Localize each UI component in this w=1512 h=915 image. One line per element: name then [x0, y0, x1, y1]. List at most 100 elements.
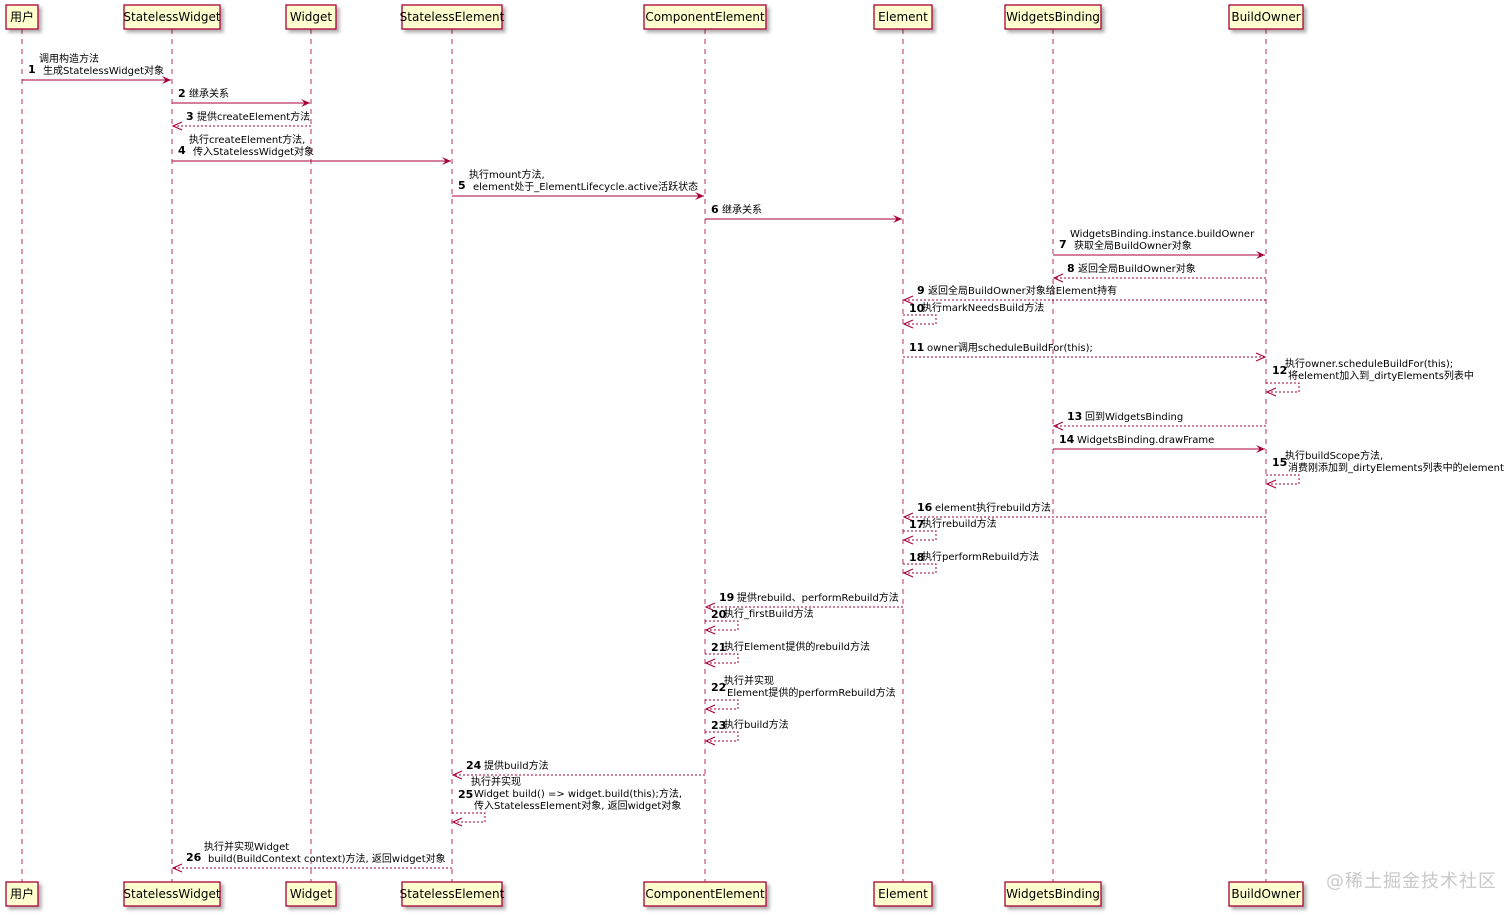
message-text: 提供rebuild、performRebuild方法 [737, 591, 899, 604]
arrow-head [1256, 445, 1265, 453]
message-number: 5 [458, 179, 466, 192]
message-text: WidgetsBinding.instance.buildOwner [1070, 229, 1255, 240]
message-text: 获取全局BuildOwner对象 [1074, 239, 1192, 252]
participant-row-bottom: 用户 StatelessWidget Widget StatelessElement C… [5, 881, 1304, 907]
participant-box [643, 881, 767, 907]
message-number: 16 [917, 501, 933, 514]
participant-label: Element [878, 10, 928, 24]
message-text: owner调用scheduleBuildFor(this); [927, 342, 1093, 354]
participant-box [1004, 4, 1102, 30]
arrow-head [902, 568, 914, 578]
participant-label: StatelessElement [400, 887, 505, 901]
message-5: 5执行mount方法,element处于_ElementLifecycle.ac… [452, 168, 704, 200]
participant-label: ComponentElement [645, 887, 765, 901]
participant-label: 用户 [10, 886, 34, 901]
self-arrow-line [705, 620, 739, 631]
arrow-head [902, 295, 914, 305]
self-arrow-line [705, 653, 739, 664]
self-arrow-line [452, 812, 486, 823]
participant-box [1228, 881, 1304, 907]
message-number: 8 [1067, 262, 1075, 275]
message-number: 24 [466, 759, 482, 772]
message-text: 执行并实现Widget [204, 840, 289, 853]
message-number: 1 [28, 63, 36, 76]
participant-bottom: StatelessElement [400, 881, 505, 907]
arrow-head [704, 736, 716, 746]
message-text: 执行Element提供的rebuild方法 [724, 640, 870, 653]
participant-label: 用户 [10, 9, 34, 24]
arrow-head [902, 512, 914, 522]
arrow-head [1265, 387, 1277, 397]
arrow-head [442, 157, 451, 165]
participant-bottom: Element [873, 881, 933, 907]
message-number: 2 [178, 87, 186, 100]
self-arrow-line [1266, 474, 1300, 485]
arrow-head [704, 658, 716, 668]
self-arrow-line [705, 699, 739, 710]
participant-box [873, 4, 933, 30]
message-text: build(BuildContext context)方法, 返回widget对… [208, 852, 446, 865]
message-number: 10 [909, 302, 925, 315]
participant-box [123, 4, 221, 30]
participant-top: WidgetsBinding [1004, 4, 1102, 30]
self-arrow-line [903, 563, 937, 574]
participant-box [1004, 881, 1102, 907]
participant-bottom: ComponentElement [643, 881, 767, 907]
participant-label: Widget [290, 887, 333, 901]
message-text: 执行markNeedsBuild方法 [922, 301, 1044, 314]
participant-top: ComponentElement [643, 4, 767, 30]
message-text: WidgetsBinding.drawFrame [1077, 435, 1214, 446]
participant-bottom: StatelessWidget [123, 881, 221, 907]
self-arrow-line [903, 314, 937, 325]
participant-label: WidgetsBinding [1006, 10, 1100, 24]
participant-label: StatelessElement [400, 10, 505, 24]
arrow-head [301, 99, 310, 107]
arrow-head [451, 817, 463, 827]
message-text: 执行buildScope方法, [1285, 449, 1383, 462]
message-number: 15 [1272, 456, 1287, 469]
message-number: 11 [909, 341, 924, 354]
message-text: 返回全局BuildOwner对象 [1078, 262, 1196, 275]
arrow-head [902, 535, 914, 545]
arrow-head [1255, 352, 1267, 362]
message-text: 继承关系 [189, 87, 229, 100]
message-text: 调用构造方法 [39, 52, 99, 65]
message-number: 19 [719, 591, 734, 604]
message-text: 执行performRebuild方法 [922, 550, 1039, 563]
arrow-head [695, 192, 704, 200]
message-number: 18 [909, 551, 924, 564]
message-text: 执行owner.scheduleBuildFor(this); [1285, 357, 1453, 370]
arrow-head [902, 319, 914, 329]
message-text: 传入StatelessWidget对象 [193, 145, 314, 158]
participant-label: BuildOwner [1231, 887, 1300, 901]
message-text: Widget build() => widget.build(this);方法, [474, 787, 682, 800]
participant-top: StatelessWidget [123, 4, 221, 30]
participant-bottom: BuildOwner [1228, 881, 1304, 907]
participant-label: ComponentElement [645, 10, 765, 24]
participant-box [5, 881, 39, 907]
message-text: 执行并实现 [724, 674, 774, 687]
arrow-head [451, 770, 463, 780]
participant-top: StatelessElement [400, 4, 505, 30]
message-text: 回到WidgetsBinding [1085, 411, 1183, 423]
message-15: 15执行buildScope方法,消费刚添加到_dirtyElements列表中… [1265, 449, 1504, 489]
message-text: 提供build方法 [484, 759, 549, 772]
message-number: 9 [917, 284, 925, 297]
message-text: 将element加入到_dirtyElements列表中 [1288, 369, 1474, 382]
message-text: 继承关系 [722, 203, 762, 216]
